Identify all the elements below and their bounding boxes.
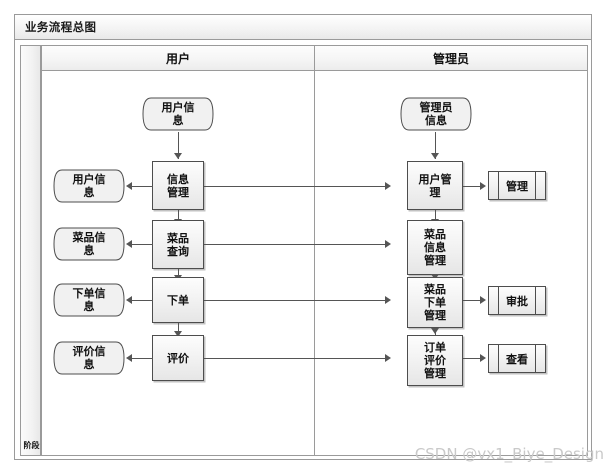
process-admin-1-line1: 用户管 — [418, 172, 452, 186]
user-output-document-4[interactable]: 评价信 息 — [51, 340, 127, 376]
process-user-1-line2: 管理 — [167, 185, 189, 199]
action-manage[interactable]: 管理 — [488, 171, 546, 200]
action-approve[interactable]: 审批 — [488, 286, 546, 315]
action-view-label: 查看 — [506, 352, 528, 366]
arrowhead-right — [385, 182, 391, 190]
process-admin-2-line3: 管理 — [424, 254, 446, 267]
process-user-1[interactable]: 信息 管理 — [152, 161, 204, 210]
process-admin-1-line2: 理 — [429, 185, 441, 199]
process-user-4-line1: 评价 — [167, 351, 189, 365]
connector-p1-to-output1 — [131, 186, 153, 187]
user-output-document-2[interactable]: 菜品信 息 — [51, 226, 127, 262]
admin-source-line1: 管理员 — [419, 101, 453, 114]
arrowhead-down — [174, 153, 182, 159]
arrowhead-right — [385, 296, 391, 304]
shapes-layer: 用户信 息 信息 管理 菜品 查询 下单 评价 — [15, 15, 593, 461]
process-admin-4-line2: 评价 — [424, 354, 446, 367]
connector-p4-to-output4 — [131, 358, 153, 359]
user-output-3-line1: 下单信 — [72, 287, 106, 300]
connector-user-source-to-p1 — [178, 132, 179, 159]
arrowhead-right — [385, 240, 391, 248]
process-user-2-line1: 菜品 — [167, 231, 189, 245]
arrowhead-left — [126, 182, 132, 190]
arrowhead-left — [126, 240, 132, 248]
connector-admin-p4-to-action3 — [463, 358, 482, 359]
process-user-3[interactable]: 下单 — [152, 277, 204, 323]
swimlane-grid: 阶段 用户 管理员 — [20, 45, 588, 456]
page-title: 业务流程总图 — [25, 20, 97, 34]
process-admin-3-line2: 下单 — [424, 296, 446, 309]
watermark: CSDN @vx1_Biye_Design — [414, 445, 604, 463]
user-source-line1: 用户信 — [161, 101, 195, 114]
connector-admin-p3-to-action2 — [463, 300, 482, 301]
user-output-document-3[interactable]: 下单信 息 — [51, 282, 127, 318]
connector-admin-p1-to-p2 — [435, 210, 436, 224]
lane-header-admin: 管理员 — [314, 45, 588, 71]
process-admin-2-line1: 菜品 — [424, 228, 446, 241]
action-view[interactable]: 查看 — [488, 344, 546, 373]
arrowhead-down — [431, 328, 439, 334]
process-admin-3[interactable]: 菜品 下单 管理 — [407, 277, 463, 328]
admin-source-line2: 信息 — [425, 114, 447, 127]
process-user-2[interactable]: 菜品 查询 — [152, 220, 204, 269]
user-output-4-line1: 评价信 — [72, 345, 106, 358]
arrowhead-right — [480, 296, 486, 304]
arrowhead-right — [385, 354, 391, 362]
user-output-3-line2: 息 — [83, 300, 95, 313]
process-admin-4[interactable]: 订单 评价 管理 — [407, 335, 463, 386]
process-admin-3-line3: 管理 — [424, 309, 446, 322]
process-admin-2[interactable]: 菜品 信息 管理 — [407, 220, 463, 275]
process-user-2-line2: 查询 — [167, 244, 189, 258]
process-admin-4-line3: 管理 — [424, 367, 446, 380]
connector-p2-to-output2 — [131, 244, 153, 245]
connector-cross-4 — [204, 358, 387, 359]
user-source-document[interactable]: 用户信 息 — [141, 96, 215, 132]
connector-admin-source-to-p1 — [435, 132, 436, 159]
action-manage-label: 管理 — [506, 179, 528, 193]
user-source-line2: 息 — [172, 114, 184, 127]
diagram-title-bar: 业务流程总图 — [15, 15, 591, 40]
connector-cross-1 — [204, 186, 387, 187]
connector-user-p3-to-p4 — [178, 323, 179, 336]
arrowhead-down — [174, 331, 182, 337]
process-user-1-line1: 信息 — [167, 172, 189, 186]
arrowhead-left — [126, 354, 132, 362]
action-approve-label: 审批 — [506, 294, 528, 308]
user-output-document-1[interactable]: 用户信 息 — [51, 168, 127, 204]
connector-cross-3 — [204, 300, 387, 301]
user-output-2-line1: 菜品信 — [72, 231, 106, 244]
arrowhead-down — [431, 153, 439, 159]
arrowhead-left — [126, 296, 132, 304]
user-output-4-line2: 息 — [83, 358, 95, 371]
phase-band-label: 阶段 — [23, 440, 40, 450]
connector-p3-to-output3 — [131, 300, 153, 301]
arrowhead-right — [480, 354, 486, 362]
process-user-4[interactable]: 评价 — [152, 335, 204, 381]
connector-user-p2-to-p3 — [178, 269, 179, 280]
user-output-1-line1: 用户信 — [72, 173, 106, 186]
user-output-1-line2: 息 — [83, 186, 95, 199]
arrowhead-right — [480, 182, 486, 190]
lane-header-user: 用户 — [41, 45, 315, 71]
connector-cross-2 — [204, 244, 387, 245]
phase-band: 阶段 — [20, 45, 41, 456]
user-output-2-line2: 息 — [83, 244, 95, 257]
admin-source-document[interactable]: 管理员 信息 — [398, 96, 474, 132]
connector-admin-p1-to-action1 — [463, 186, 482, 187]
process-admin-3-line1: 菜品 — [424, 283, 446, 296]
process-admin-2-line2: 信息 — [424, 241, 446, 254]
process-admin-1[interactable]: 用户管 理 — [407, 161, 463, 210]
process-user-3-line1: 下单 — [167, 293, 189, 307]
connector-user-p1-to-p2 — [178, 210, 179, 224]
process-admin-4-line1: 订单 — [424, 341, 446, 354]
diagram-frame: 业务流程总图 阶段 用户 管理员 用户信 息 信息 管理 — [14, 14, 592, 460]
